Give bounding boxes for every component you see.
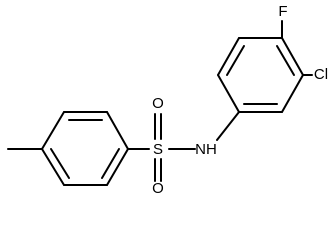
oxygen-top-atom-label: O [152,95,164,112]
phenyl-double-bond [276,45,295,76]
chemical-structure-diagram: F Cl NH S O O [7,3,328,194]
toluene-ring-bond [41,111,65,150]
toluene-ring-bond [106,148,129,186]
sulfur-atom-label: S [153,141,163,158]
structure-canvas: F Cl NH S O O [7,3,328,194]
chlorine-atom-label: Cl [314,66,328,83]
fluorine-atom-label: F [278,3,287,20]
phenyl-ring-bond [281,74,304,113]
nitrogen-ring-bond [216,111,240,141]
phenyl-ring-bond [217,74,240,113]
oxygen-bottom-atom-label: O [152,180,164,194]
toluene-ring-bond [106,111,129,150]
sulfonyl-group [154,113,162,182]
toluene-ring [41,111,129,186]
toluene-ring-bond [41,148,65,186]
toluene-double-bond [101,148,120,179]
phenyl-double-bond [226,45,245,76]
toluene-double-bond [50,148,70,179]
phenyl-ring-bond [281,37,304,76]
amine-atom-label: NH [195,141,217,158]
phenyl-ring-bond [217,37,240,76]
chlorofluorophenyl-ring [217,37,304,113]
